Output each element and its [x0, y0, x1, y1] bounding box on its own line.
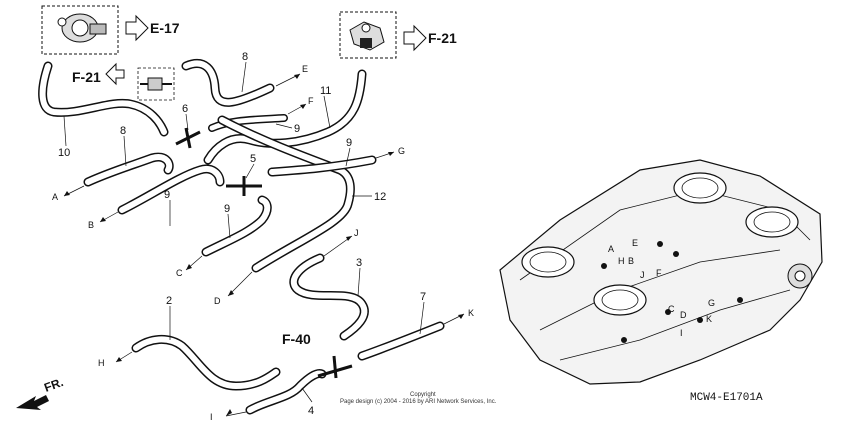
copyright-line-1: Copyright — [410, 392, 436, 398]
engine-port-k: K — [706, 314, 712, 324]
port-j-label: J — [354, 228, 359, 238]
port-arrows — [63, 73, 465, 417]
sensor-component-icon — [349, 21, 385, 51]
port-letters: A B C D E F G H I J K — [52, 64, 474, 422]
callout-4[interactable]: 4 — [308, 405, 314, 417]
callout-12[interactable]: 12 — [374, 191, 386, 203]
copyright-line-2: Page design (c) 2004 - 2016 by ARI Netwo… — [340, 399, 497, 405]
throttle-linkage-icon — [787, 263, 813, 289]
port-i-label: I — [210, 412, 213, 422]
engine-port-a: A — [608, 244, 614, 254]
arrow-left-icon — [105, 62, 125, 86]
engine-port-g: G — [708, 298, 715, 308]
ref-e17[interactable]: E-17 — [150, 20, 180, 36]
callout-9-g[interactable]: 9 — [346, 137, 352, 149]
hoses — [38, 59, 445, 415]
front-direction: FR. — [16, 375, 65, 410]
arrow-right-icon — [125, 14, 149, 42]
ref-box-f21-top: F-21 — [339, 11, 457, 59]
engine-port-b: B — [628, 256, 634, 266]
t-joint-5 — [226, 176, 262, 196]
engine-port-i: I — [680, 328, 683, 338]
callout-7[interactable]: 7 — [420, 291, 426, 303]
ref-f40[interactable]: F-40 — [282, 331, 311, 347]
engine-port-e: E — [632, 238, 638, 248]
engine-port-f: F — [656, 268, 662, 278]
front-label: FR. — [42, 375, 65, 395]
engine-port-h: H — [618, 256, 625, 266]
front-arrow-icon — [16, 395, 49, 410]
callout-9-c[interactable]: 9 — [224, 203, 230, 215]
callout-9-top[interactable]: 9 — [294, 123, 300, 135]
port-k-label: K — [468, 308, 474, 318]
callout-5[interactable]: 5 — [250, 153, 256, 165]
callout-8-lower[interactable]: 8 — [120, 125, 126, 137]
ref-f21-left-group: F-21 — [72, 62, 175, 101]
engine-port-c: C — [668, 304, 675, 314]
throttle-bores — [521, 172, 799, 316]
valve-component-icon — [57, 13, 107, 43]
engine-ports — [601, 241, 743, 343]
t-joint-f40 — [317, 355, 353, 379]
callout-11[interactable]: 11 — [320, 85, 331, 97]
callout-8-top[interactable]: 8 — [242, 51, 248, 63]
engine-port-d: D — [680, 310, 687, 320]
callout-10[interactable]: 10 — [58, 147, 70, 159]
engine-port-j: J — [640, 270, 645, 280]
t-joints — [175, 127, 353, 379]
port-a-label: A — [52, 192, 58, 202]
ref-box-e17: E-17 — [41, 5, 180, 55]
callout-3[interactable]: 3 — [356, 257, 362, 269]
port-c-label: C — [176, 268, 183, 278]
port-b-label: B — [88, 220, 94, 230]
diagram-code: MCW4-E1701A — [690, 392, 763, 404]
port-h-label: H — [98, 358, 105, 368]
port-d-label: D — [214, 296, 221, 306]
arrow-right-icon — [403, 24, 427, 52]
callout-9-b[interactable]: 9 — [164, 189, 170, 201]
t-joint-6 — [175, 127, 201, 149]
part-callouts: 8 6 9 10 8 5 9 9 11 9 12 3 2 7 4 — [58, 51, 426, 417]
throttle-body-assembly: A H B E J F C D G K I — [499, 159, 823, 385]
ref-f21-left[interactable]: F-21 — [72, 69, 101, 85]
port-f-label: F — [308, 96, 314, 106]
fuel-filter-icon — [137, 67, 175, 101]
callout-6[interactable]: 6 — [182, 103, 188, 115]
callout-2[interactable]: 2 — [166, 295, 172, 307]
port-e-label: E — [302, 64, 308, 74]
ref-f21-top[interactable]: F-21 — [428, 30, 457, 46]
port-g-label: G — [398, 146, 405, 156]
